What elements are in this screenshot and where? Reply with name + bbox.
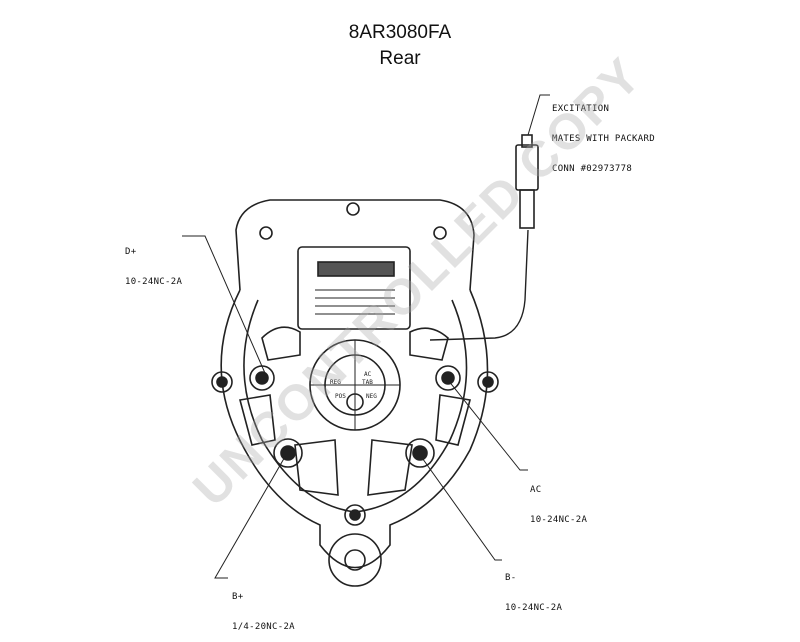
excitation-connector xyxy=(515,144,539,191)
b-minus-thread: 10-24NC-2A xyxy=(505,603,563,613)
mounting-ear xyxy=(235,199,475,291)
part-number-title: 8AR3080FA xyxy=(348,22,452,43)
ac-thread: 10-24NC-2A xyxy=(530,515,588,525)
excitation-line-3: CONN #02973778 xyxy=(552,164,633,174)
b-plus-label: B+ xyxy=(232,592,244,602)
ac-label: AC xyxy=(530,485,542,495)
b-minus-terminal xyxy=(405,438,435,468)
b-minus-label: B- xyxy=(505,573,517,583)
bottom-stud xyxy=(344,504,366,526)
face-label-tab: TAB xyxy=(362,379,373,386)
b-minus-leader xyxy=(419,454,502,561)
d-plus-thread: 10-24NC-2A xyxy=(125,277,183,287)
right-terminal xyxy=(477,371,499,393)
regulator-label-plate xyxy=(317,261,395,277)
d-plus-leader xyxy=(182,235,269,381)
d-plus-label: D+ xyxy=(125,247,137,257)
alternator-rear-view-diagram: REG AC TAB POS NEG xyxy=(182,94,550,587)
vent-slot xyxy=(261,326,301,361)
face-label-neg: NEG xyxy=(366,393,377,400)
vent-slot xyxy=(435,394,471,446)
b-plus-thread: 1/4-20NC-2A xyxy=(232,622,295,632)
excitation-wire xyxy=(429,229,529,341)
excitation-callout: EXCITATION MATES WITH PACKARD CONN #0297… xyxy=(552,84,655,184)
vent-slot xyxy=(409,327,449,361)
b-minus-callout: B- 10-24NC-2A xyxy=(505,553,562,623)
regulator-lines xyxy=(315,289,395,315)
ac-leader xyxy=(447,379,528,471)
face-label-pos: POS xyxy=(335,393,346,400)
face-label-ac: AC xyxy=(364,371,372,378)
excitation-leader xyxy=(527,94,550,136)
housing-outline xyxy=(220,289,489,569)
ear-hole-top xyxy=(346,202,360,216)
d-plus-callout: D+ 10-24NC-2A xyxy=(125,227,182,297)
d-plus-terminal xyxy=(211,371,233,393)
b-plus-leader xyxy=(214,454,287,579)
ac-callout: AC 10-24NC-2A xyxy=(530,465,587,535)
b-plus-callout: B+ 1/4-20NC-2A xyxy=(232,572,295,642)
excitation-line-2: MATES WITH PACKARD xyxy=(552,134,655,144)
regulator-box xyxy=(297,246,411,330)
vent-slot xyxy=(294,439,339,496)
bottom-boss-hole xyxy=(344,549,366,571)
bottom-boss xyxy=(328,533,382,587)
ac-terminal xyxy=(435,365,461,391)
view-subtitle: Rear xyxy=(379,48,421,69)
ear-hole-left xyxy=(259,226,273,240)
vent-slot xyxy=(239,394,276,446)
excitation-line-1: EXCITATION xyxy=(552,104,610,114)
ear-hole-right xyxy=(433,226,447,240)
vent-slot xyxy=(367,439,413,496)
face-label-reg: REG xyxy=(330,379,341,386)
b-plus-terminal xyxy=(273,438,303,468)
